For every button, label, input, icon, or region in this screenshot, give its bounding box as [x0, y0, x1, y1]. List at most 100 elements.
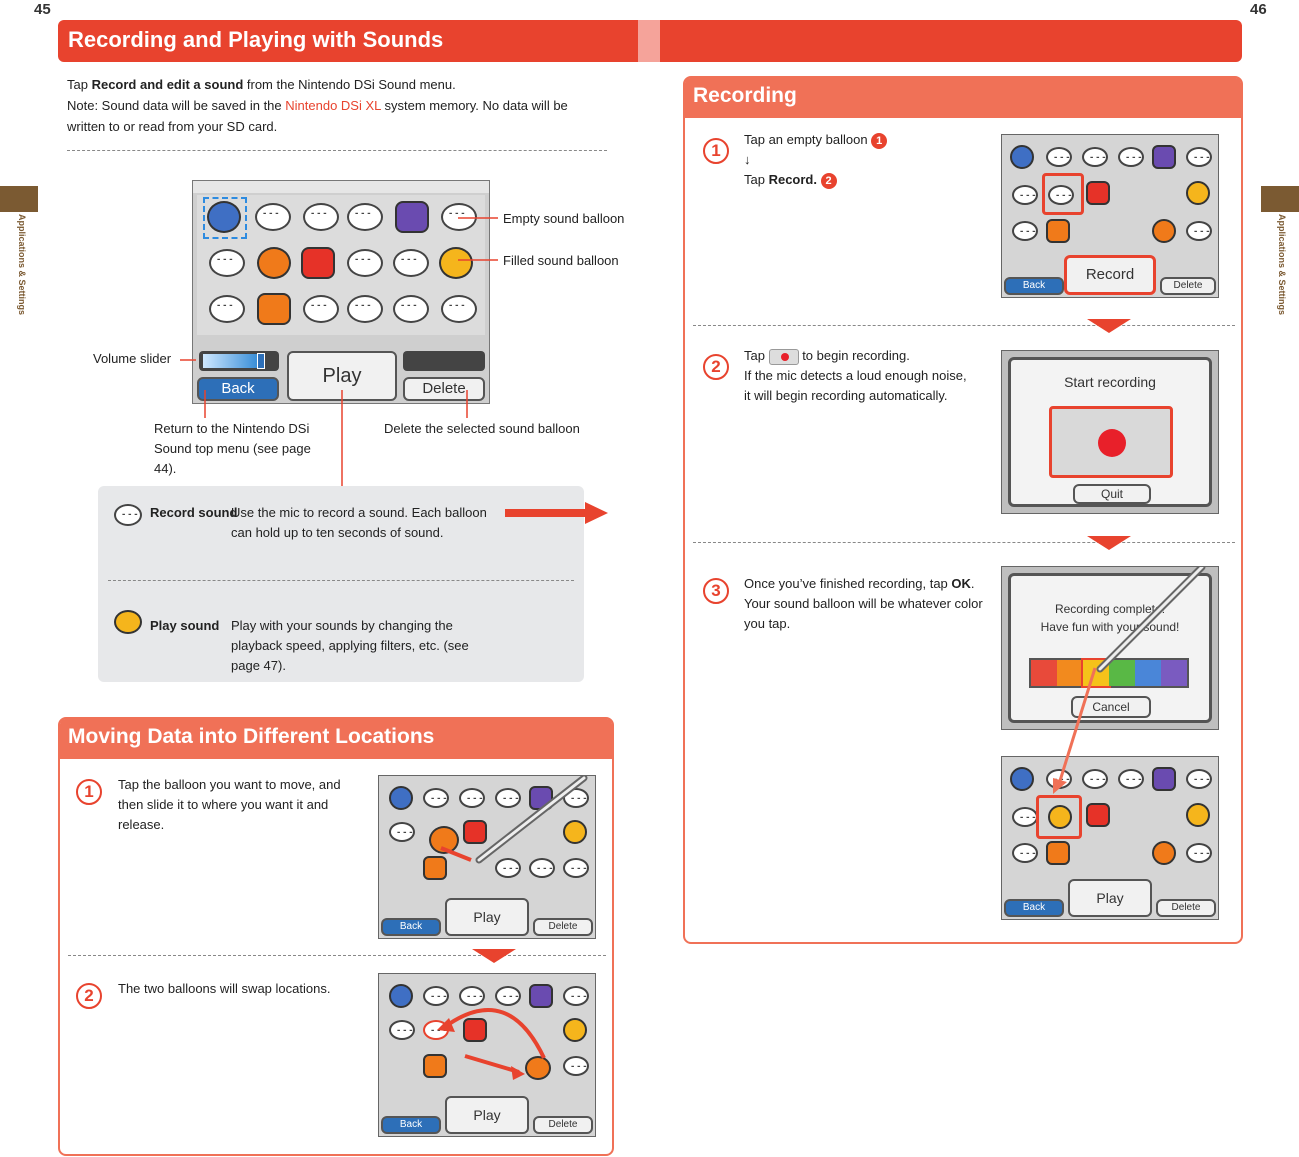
orange-balloon-icon[interactable] — [257, 247, 291, 279]
record-screenshot-2: Start recording Quit — [1001, 350, 1219, 514]
side-tab-left — [0, 186, 38, 212]
delete-button[interactable]: Delete — [403, 377, 485, 401]
record-screenshot-3: Recording complete! Have fun with your s… — [1001, 566, 1219, 730]
blue-balloon-icon — [1010, 145, 1034, 169]
recording-step-2-text: Tap to begin recording. If the mic detec… — [744, 348, 967, 403]
record-dot-icon — [768, 348, 799, 365]
empty-balloon-icon[interactable] — [347, 295, 383, 323]
record-screenshot-4: Back Play Delete — [1001, 756, 1219, 920]
stylus-icon — [1096, 567, 1206, 673]
delete-button: Delete — [533, 918, 593, 936]
color-apply-arrow-icon — [1053, 667, 1097, 794]
empty-balloon-icon[interactable] — [303, 203, 339, 231]
orange-spiky-balloon-icon[interactable] — [257, 293, 291, 325]
page-number-left: 45 — [34, 1, 51, 18]
intro-line-1: Tap Record and edit a sound from the Nin… — [67, 77, 456, 92]
record-sound-icon — [114, 504, 142, 526]
purple-balloon-icon — [529, 984, 553, 1008]
yellow-balloon-icon — [1186, 181, 1210, 205]
purple-balloon-icon — [1152, 145, 1176, 169]
record-button: Record — [1064, 255, 1156, 295]
yellow-balloon-icon[interactable] — [439, 247, 473, 279]
orange-balloon-icon — [1152, 841, 1176, 865]
play-button: Play — [445, 1096, 529, 1134]
empty-balloon-icon[interactable] — [393, 295, 429, 323]
empty-balloon-icon[interactable] — [441, 295, 477, 323]
volume-slider[interactable] — [199, 351, 279, 371]
recording-section: Recording 1 Tap an empty balloon 1 ↓ Tap… — [683, 76, 1243, 944]
delete-button: Delete — [1156, 899, 1216, 917]
move-screenshot-1: Back Play Delete — [378, 775, 596, 939]
play-sound-term: Play sound — [150, 618, 220, 633]
recording-divider-2 — [693, 542, 1235, 543]
empty-balloon-icon[interactable] — [347, 203, 383, 231]
moving-step-1-text: Tap the balloon you want to move, and th… — [118, 777, 341, 832]
blue-balloon-icon[interactable] — [207, 201, 241, 233]
start-recording-dialog: Start recording Quit — [1008, 357, 1212, 507]
empty-balloon-icon[interactable] — [347, 249, 383, 277]
highlight-1 — [1042, 173, 1084, 215]
callout-badge-1: 1 — [871, 132, 888, 149]
yellow-balloon-icon — [563, 1018, 587, 1042]
recording-step-1-text: Tap an empty balloon 1 ↓ Tap Record. 2 — [744, 130, 944, 190]
record-start-button — [1049, 406, 1173, 478]
callout-badge-2: 2 — [820, 172, 837, 189]
selection-marker — [203, 197, 247, 239]
yellow-balloon-icon — [563, 820, 587, 844]
recording-step-3-text: Once you’ve finished recording, tap OK. … — [744, 576, 983, 631]
moving-data-title: Moving Data into Different Locations — [68, 725, 435, 748]
empty-balloon-icon[interactable] — [209, 249, 245, 277]
intro-note: Note: Sound data will be saved in the Ni… — [67, 98, 568, 134]
empty-balloon-icon[interactable] — [255, 203, 291, 231]
red-balloon-icon[interactable] — [301, 247, 335, 279]
back-button[interactable]: Back — [197, 377, 279, 401]
swap-arrows-icon — [437, 1008, 546, 1080]
play-sound-icon — [114, 610, 142, 634]
back-button: Back — [1004, 277, 1064, 295]
moved-balloon-icon — [525, 1056, 551, 1080]
callout-filled-balloon: Filled sound balloon — [503, 253, 619, 268]
title-notch — [638, 20, 660, 62]
empty-balloon-icon[interactable] — [303, 295, 339, 323]
empty-balloon-icon[interactable] — [209, 295, 245, 323]
moving-step-2-text: The two balloons will swap locations. — [118, 981, 331, 996]
empty-balloon-icon[interactable] — [393, 249, 429, 277]
record-screenshot-1: Back Record Delete — [1001, 134, 1219, 298]
quit-button: Quit — [1073, 484, 1151, 504]
balloon-grid — [197, 195, 485, 335]
back-button: Back — [381, 918, 441, 936]
move-screenshot-2: Back Play Delete — [378, 973, 596, 1137]
new-yellow-balloon-icon — [1048, 805, 1072, 829]
intro-text: Tap Record and edit a sound from the Nin… — [67, 74, 587, 137]
swatch-purple — [1161, 660, 1187, 686]
swatch-blue — [1135, 660, 1161, 686]
recording-header: Recording — [685, 78, 1241, 118]
recording-step-3-number: 3 — [703, 578, 729, 604]
blue-balloon-icon — [389, 786, 413, 810]
start-recording-label: Start recording — [1064, 374, 1156, 390]
move-toggle[interactable] — [403, 351, 485, 371]
volume-handle[interactable] — [257, 353, 265, 369]
blue-balloon-icon — [1010, 767, 1034, 791]
play-button: Play — [445, 898, 529, 936]
page-number-right: 46 — [1250, 1, 1267, 18]
title-bar: Recording and Playing with Sounds — [58, 20, 1242, 62]
play-button: Play — [1068, 879, 1152, 917]
swatch-red — [1031, 660, 1057, 686]
recording-divider-1 — [693, 325, 1235, 326]
stylus-icon — [440, 776, 588, 864]
moving-data-header: Moving Data into Different Locations — [60, 719, 612, 759]
next-step-arrow-icon — [1087, 536, 1131, 550]
red-balloon-icon — [1086, 181, 1110, 205]
purple-balloon-icon[interactable] — [395, 201, 429, 233]
recording-step-1-number: 1 — [703, 138, 729, 164]
purple-balloon-icon — [1152, 767, 1176, 791]
side-label-right: Applications & Settings — [1277, 214, 1287, 316]
red-balloon-icon — [463, 1018, 487, 1042]
moving-step-2-number: 2 — [76, 983, 102, 1009]
delete-button: Delete — [533, 1116, 593, 1134]
back-button: Back — [381, 1116, 441, 1134]
empty-balloon-icon[interactable] — [441, 203, 477, 231]
orange-spiky-balloon-icon — [423, 856, 447, 880]
cancel-button: Cancel — [1071, 696, 1151, 718]
